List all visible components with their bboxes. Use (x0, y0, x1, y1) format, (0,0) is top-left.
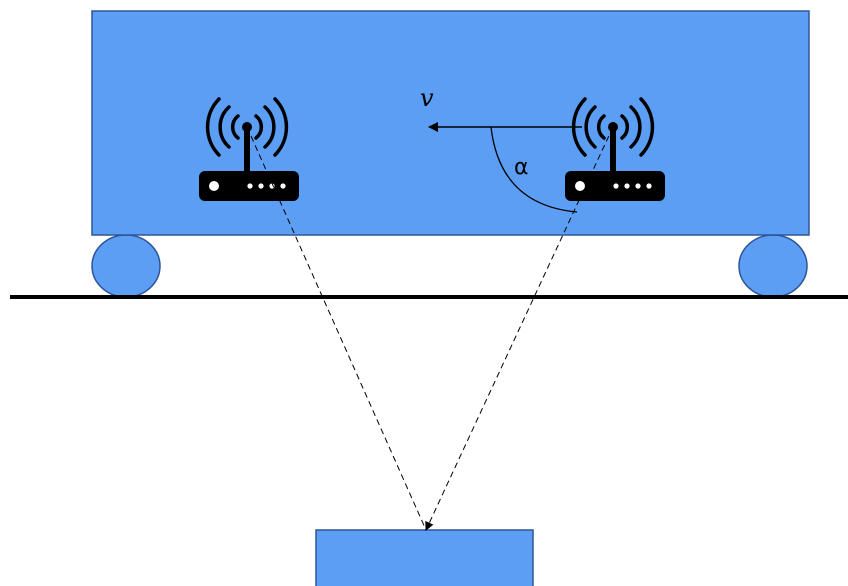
right-wheel (738, 234, 808, 298)
signal-path-right (425, 126, 614, 531)
receiver-block (315, 529, 534, 586)
vehicle-body (91, 10, 810, 236)
angle-label: α (514, 155, 529, 180)
signal-path-left (246, 126, 427, 531)
left-wheel (91, 234, 161, 298)
angle-arc (490, 126, 578, 213)
velocity-label: v (420, 84, 434, 112)
